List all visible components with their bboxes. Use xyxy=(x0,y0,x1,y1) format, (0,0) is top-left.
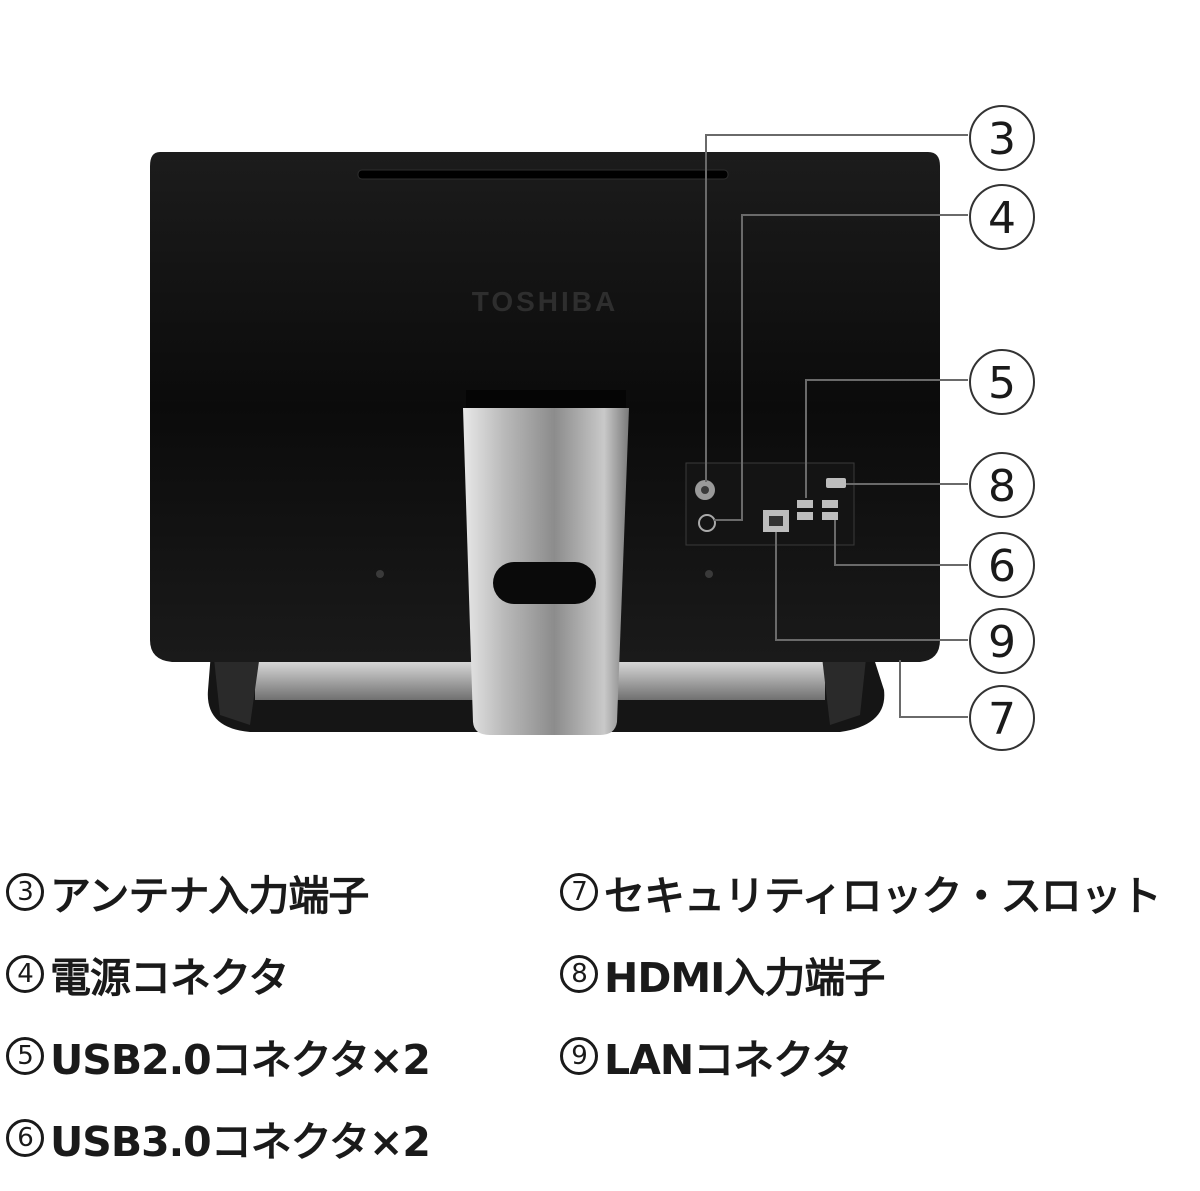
svg-text:8: 8 xyxy=(988,461,1016,512)
callout-6: 6 xyxy=(969,532,1035,598)
callout-4: 4 xyxy=(969,184,1035,250)
pc-rear-diagram: TOSHIBA 3 4 xyxy=(150,105,1035,751)
screw-hole xyxy=(705,570,713,578)
hdmi-port-icon xyxy=(826,478,846,488)
svg-text:3: 3 xyxy=(988,114,1016,165)
legend-number: 8 xyxy=(560,955,598,993)
legend-number: 3 xyxy=(6,873,44,911)
usb3-port-icon xyxy=(822,500,838,508)
svg-text:6: 6 xyxy=(988,541,1016,592)
legend-item-security-slot: 7 セキュリティロック・スロット xyxy=(560,862,1162,922)
legend-label: USB3.0コネクタ×2 xyxy=(50,1118,431,1166)
legend-number: 7 xyxy=(560,873,598,911)
callout-9: 9 xyxy=(969,608,1035,674)
legend-label: アンテナ入力端子 xyxy=(50,872,369,920)
svg-text:9: 9 xyxy=(988,617,1016,668)
legend-item-usb2: 5 USB2.0コネクタ×2 xyxy=(6,1026,431,1086)
legend-number: 6 xyxy=(6,1119,44,1157)
legend-item-usb3: 6 USB3.0コネクタ×2 xyxy=(6,1108,431,1168)
svg-text:4: 4 xyxy=(988,193,1016,244)
legend-label: LANコネクタ xyxy=(604,1036,853,1084)
port-legend: 3 アンテナ入力端子 4 電源コネクタ 5 USB2.0コネクタ×2 6 USB… xyxy=(0,820,1200,1180)
usb2-port-icon xyxy=(797,512,813,520)
callout-5: 5 xyxy=(969,349,1035,415)
usb2-port-icon xyxy=(797,500,813,508)
callout-7: 7 xyxy=(969,685,1035,751)
port-panel xyxy=(685,462,855,546)
leader-lines xyxy=(705,134,968,718)
power-port-icon xyxy=(698,514,716,532)
stand-column xyxy=(463,390,629,735)
legend-item-hdmi: 8 HDMI入力端子 xyxy=(560,944,885,1004)
legend-label: USB2.0コネクタ×2 xyxy=(50,1036,431,1084)
legend-item-antenna: 3 アンテナ入力端子 xyxy=(6,862,369,922)
legend-label: 電源コネクタ xyxy=(50,954,289,1002)
legend-item-power: 4 電源コネクタ xyxy=(6,944,289,1004)
legend-label: HDMI入力端子 xyxy=(604,954,885,1002)
callout-8: 8 xyxy=(969,452,1035,518)
legend-label: セキュリティロック・スロット xyxy=(604,872,1162,920)
legend-number: 9 xyxy=(560,1037,598,1075)
legend-item-lan: 9 LANコネクタ xyxy=(560,1026,853,1086)
legend-number: 4 xyxy=(6,955,44,993)
svg-text:5: 5 xyxy=(988,358,1016,409)
brand-logo: TOSHIBA xyxy=(472,286,619,317)
usb3-port-icon xyxy=(822,512,838,520)
callout-3: 3 xyxy=(969,105,1035,171)
top-vent-slot xyxy=(357,169,729,180)
svg-text:7: 7 xyxy=(988,694,1016,745)
screw-hole xyxy=(376,570,384,578)
legend-number: 5 xyxy=(6,1037,44,1075)
cable-hole xyxy=(493,562,596,604)
